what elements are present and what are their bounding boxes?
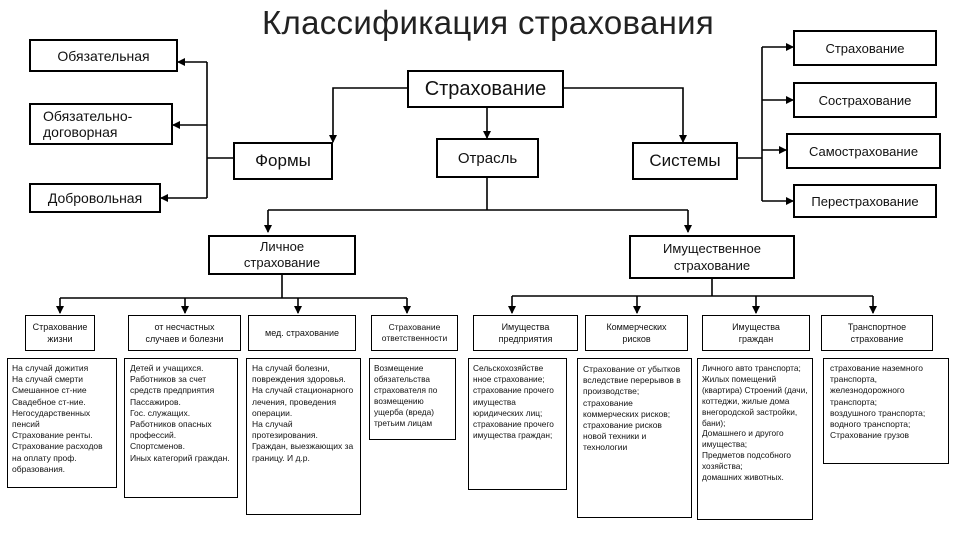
sector-label: Отрасль [457, 149, 518, 167]
details-medical: На случай болезни, повреждения здоровья.… [246, 358, 361, 515]
root-node: Страхование [407, 70, 564, 108]
details-accident: Детей и учащихся. Работников за счет сре… [124, 358, 238, 498]
personal-insurance-node: Личное страхование [208, 235, 356, 275]
details-citizens: Личного авто транспорта; Жилых помещений… [697, 358, 813, 520]
details-liability: Возмещение обязательства страхователя по… [369, 358, 456, 440]
sub-commercial: Коммерческих рисков [585, 315, 688, 351]
sub-transport: Транспортное страхование [821, 315, 933, 351]
form-mandatory: Обязательная [29, 39, 178, 72]
system-coinsurance: Сострахование [793, 82, 937, 118]
sub-liability: Страхование ответственности [371, 315, 458, 351]
sub-medical: мед. страхование [248, 315, 356, 351]
property-insurance-node: Имущественное страхование [629, 235, 795, 279]
sub-enterprise-label: Имущества предприятия [498, 322, 553, 344]
system-selfinsurance: Самострахование [786, 133, 941, 169]
systems-label: Системы [649, 151, 721, 170]
sub-citizens-label: Имущества граждан [732, 322, 780, 344]
form-mandatory-contract: Обязательно- договорная [29, 103, 173, 145]
system-coinsurance-label: Сострахование [818, 92, 912, 108]
systems-node: Системы [632, 142, 738, 180]
details-liability-text: Возмещение обязательства страхователя по… [374, 363, 438, 428]
details-accident-text: Детей и учащихся. Работников за счет сре… [130, 363, 230, 463]
forms-label: Формы [255, 151, 311, 170]
link-forms-bracket [206, 62, 233, 198]
link-systems-bracket [738, 47, 763, 201]
link-sector-kinds [268, 178, 688, 211]
form-voluntary: Добровольная [29, 183, 161, 213]
link-personal-bracket [60, 275, 407, 299]
details-medical-text: На случай болезни, повреждения здоровья.… [252, 363, 354, 463]
details-commercial-text: Страхование от убытков вследствие переры… [583, 364, 681, 453]
sub-enterprise: Имущества предприятия [473, 315, 578, 351]
sub-citizens: Имущества граждан [702, 315, 810, 351]
system-selfinsurance-label: Самострахование [808, 143, 919, 159]
sub-accident: от несчастных случаев и болезни [128, 315, 241, 351]
sector-node: Отрасль [436, 138, 539, 178]
sub-life-label: Страхование жизни [32, 322, 88, 344]
link-root-forms [329, 87, 407, 143]
personal-insurance-label: Личное страхование [243, 239, 321, 270]
sub-life: Страхование жизни [25, 315, 95, 351]
sub-accident-label: от несчастных случаев и болезни [145, 322, 224, 344]
details-enterprise-text: Сельскохозяйстве нное страхование; страх… [473, 363, 554, 441]
property-insurance-label: Имущественное страхование [663, 241, 761, 273]
form-voluntary-label: Добровольная [47, 190, 143, 206]
form-mandatory-contract-label: Обязательно- договорная [43, 108, 133, 140]
system-insurance: Страхование [793, 30, 937, 66]
details-enterprise: Сельскохозяйстве нное страхование; страх… [468, 358, 567, 490]
root-label: Страхование [424, 77, 547, 100]
system-insurance-label: Страхование [825, 40, 905, 56]
sub-transport-label: Транспортное страхование [847, 322, 907, 344]
page-title: Классификация страхования [262, 4, 715, 41]
sub-commercial-label: Коммерческих рисков [606, 322, 667, 344]
link-root-systems [564, 87, 687, 143]
forms-node: Формы [233, 142, 333, 180]
details-citizens-text: Личного авто транспорта; Жилых помещений… [702, 363, 808, 483]
details-life-text: На случай дожития На случай смерти Смеша… [12, 363, 103, 474]
system-reinsurance-label: Перестрахование [811, 193, 919, 209]
details-commercial: Страхование от убытков вследствие переры… [577, 358, 692, 518]
system-reinsurance: Перестрахование [793, 184, 937, 218]
sub-liability-label: Страхование ответственности [381, 321, 448, 344]
details-transport: страхование наземного транспорта, железн… [823, 358, 949, 464]
form-mandatory-label: Обязательная [57, 47, 150, 64]
sub-medical-label: мед. страхование [265, 328, 339, 338]
details-transport-text: страхование наземного транспорта, железн… [830, 363, 926, 441]
link-property-bracket [512, 279, 873, 297]
details-life: На случай дожития На случай смерти Смеша… [7, 358, 117, 488]
